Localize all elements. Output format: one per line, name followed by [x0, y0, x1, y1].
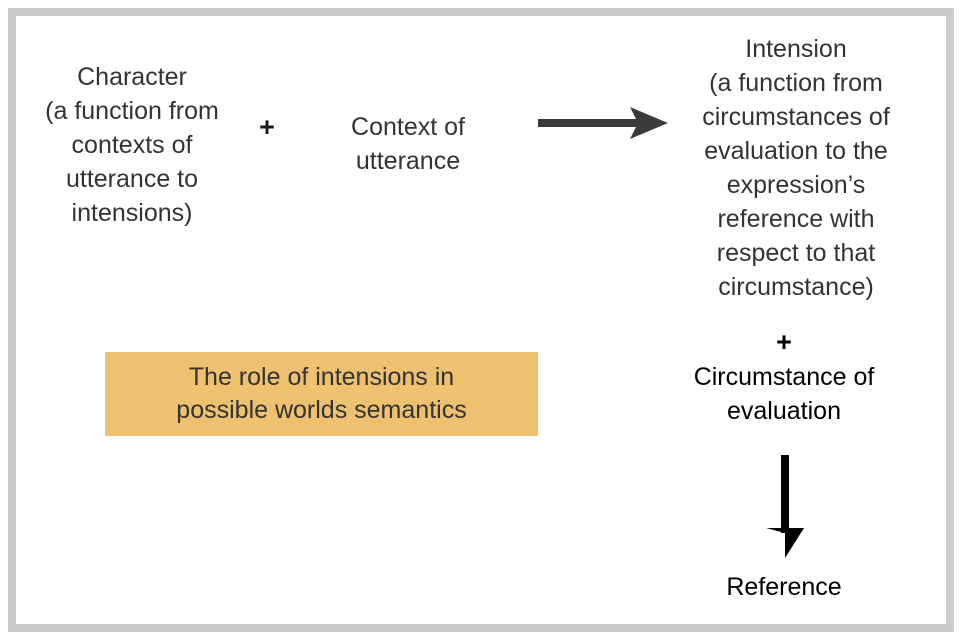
node-circumstance-of-evaluation: Circumstance of evaluation	[693, 363, 875, 425]
diagram-frame	[8, 8, 954, 632]
node-character: Character (a function from contexts of u…	[45, 63, 219, 227]
arrow-down-icon	[762, 455, 808, 560]
node-reference: Reference	[726, 573, 842, 601]
plus-operator-one: +	[259, 112, 275, 142]
caption-box: The role of intensions in possible world…	[105, 352, 538, 436]
node-context-of-utterance: Context of utterance	[351, 113, 465, 175]
plus-operator-two: +	[776, 327, 792, 357]
arrow-right-icon	[538, 103, 670, 145]
caption-text: The role of intensions in possible world…	[176, 363, 467, 424]
node-intension: Intension (a function from circumstances…	[702, 35, 890, 301]
